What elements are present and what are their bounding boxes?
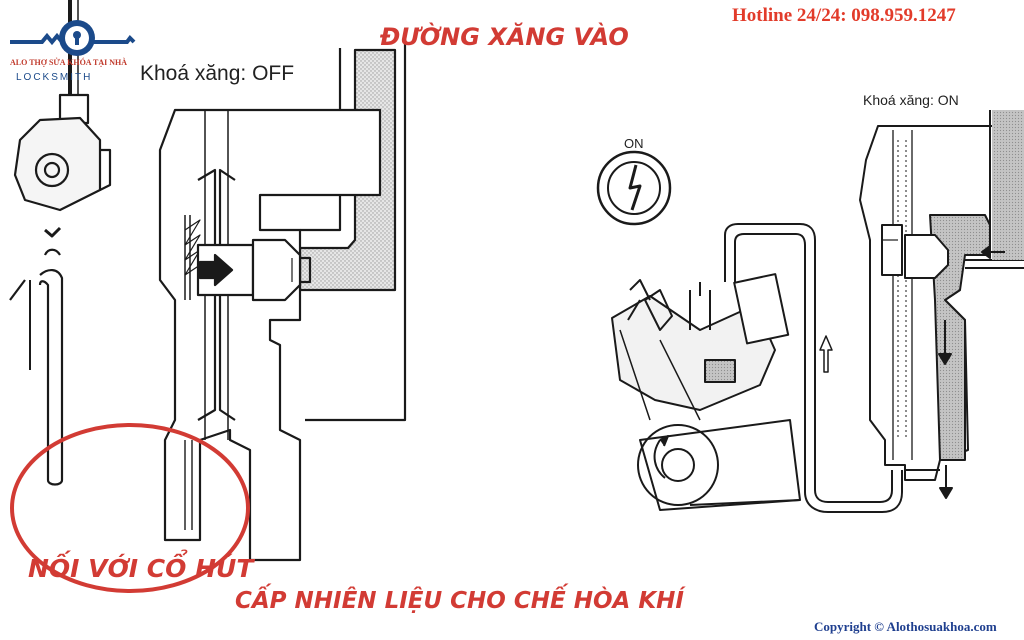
hotline-text: Hotline 24/24: 098.959.1247 <box>732 5 956 26</box>
fuel-inlet-label: ĐƯỜNG XĂNG VÀO <box>379 21 629 51</box>
vacuum-label: NỐI VỚI CỔ HÚT <box>28 548 255 583</box>
left-valve-off-diagram <box>9 0 407 593</box>
vacuum-highlight-circle <box>10 423 250 593</box>
fuel-supply-hose <box>724 223 893 503</box>
copyright-text: Copyright © Alothosuakhoa.com <box>814 619 997 634</box>
engine-icon <box>611 273 801 511</box>
right-valve-on-diagram <box>596 110 1024 513</box>
key-emblem-icon <box>10 20 136 56</box>
valve-off-label: Khoá xăng: OFF <box>140 62 294 85</box>
fuel-pump-part <box>9 0 112 486</box>
carb-supply-label: CẤP NHIÊN LIỆU CHO CHẾ HÒA KHÍ <box>235 583 686 614</box>
ignition-on-label: ON <box>624 136 644 151</box>
valve-body-off <box>158 108 382 562</box>
locksmith-logo: ALO THỢ SỬA KHÓA TẠI NHÀ LOCKSMITH <box>2 0 152 95</box>
brand-tagline: LOCKSMITH <box>16 72 93 83</box>
brand-name: ALO THỢ SỬA KHÓA TẠI NHÀ <box>10 58 127 67</box>
valve-on-label: Khoá xăng: ON <box>863 92 959 108</box>
ignition-switch-icon <box>596 150 672 226</box>
